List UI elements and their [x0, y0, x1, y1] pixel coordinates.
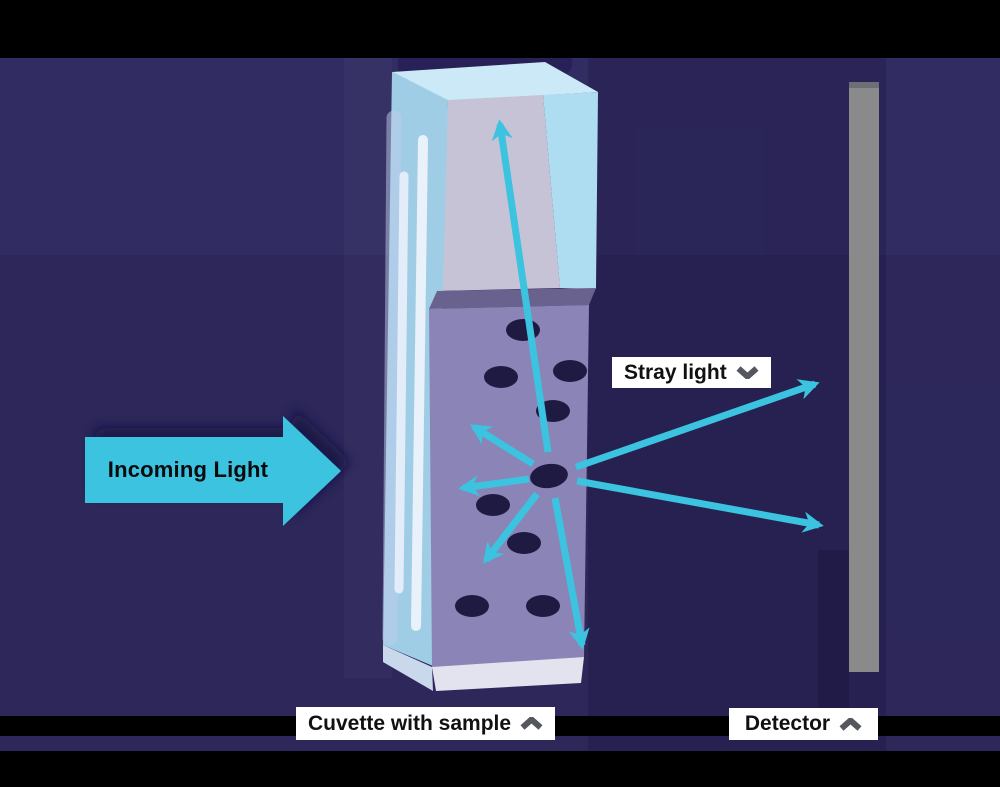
particle [476, 494, 510, 516]
sample-particles [455, 319, 587, 617]
detector-surface [849, 82, 879, 672]
chevron-down-icon [736, 366, 759, 379]
scattered-ray-left [458, 475, 530, 497]
cuvette-label: Cuvette with sample [308, 711, 512, 735]
glass-highlight-wide [382, 110, 402, 646]
detector-toggle[interactable]: Detector [729, 708, 878, 740]
particle [506, 319, 540, 341]
top-letterbox [0, 0, 1000, 58]
detector-shadow [818, 550, 849, 717]
particle [553, 360, 587, 382]
glass-highlight-stripe [394, 171, 409, 594]
chevron-up-icon [520, 717, 543, 730]
detector-label: Detector [744, 712, 831, 735]
particle [455, 595, 489, 617]
scattering-particle [530, 463, 568, 489]
glass-highlight-stripe [411, 135, 428, 631]
particle [484, 366, 518, 388]
sample-liquid-surface [429, 288, 596, 309]
chevron-up-icon [839, 717, 862, 731]
particle [507, 532, 541, 554]
scattered-ray-down-left [483, 491, 540, 564]
stray-light-toggle[interactable]: Stray light [612, 357, 771, 388]
cuvette-base-front [432, 657, 584, 691]
cuvette-glass-right [543, 92, 598, 289]
cuvette-base-left [383, 645, 433, 691]
incoming-light-arrow [85, 416, 341, 526]
stray-light-ray-lower [576, 477, 824, 533]
cuvette-toggle[interactable]: Cuvette with sample [296, 707, 556, 740]
detector-top-edge [849, 82, 879, 88]
background-shade-right [588, 58, 886, 751]
scattered-ray-up-left [469, 424, 535, 467]
bottom-letterbox [0, 751, 1000, 787]
detector-bar [818, 82, 879, 717]
scattered-ray-down [551, 497, 590, 650]
sample-liquid [429, 305, 589, 669]
cuvette-inner-wall [437, 95, 560, 291]
cuvette [382, 40, 598, 691]
scattered-rays [458, 119, 824, 650]
cuvette-glass-top [392, 62, 598, 101]
particle [526, 595, 560, 617]
incoming-light-label: Incoming Light [107, 457, 269, 482]
stray-light-ray-upper [574, 379, 820, 471]
stray-light-label: Stray light [624, 360, 727, 384]
scattered-ray-up [491, 119, 552, 453]
